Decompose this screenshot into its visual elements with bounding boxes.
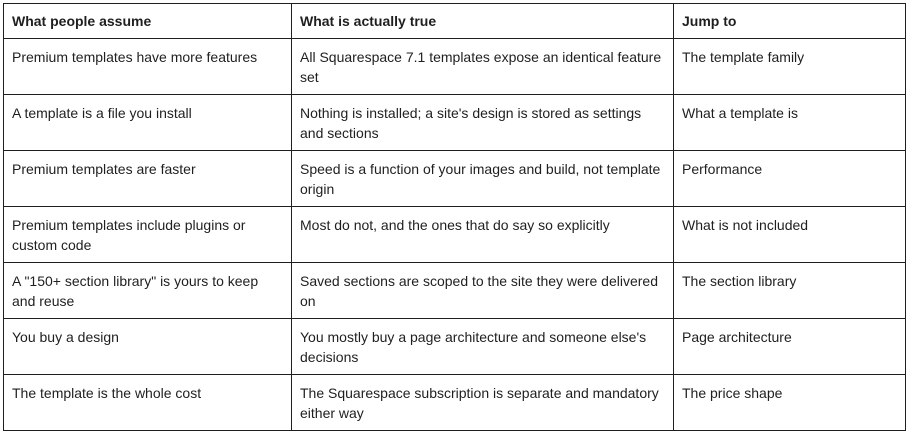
assumptions-table: What people assume What is actually true… [3, 3, 906, 431]
cell-truth: Speed is a function of your images and b… [291, 150, 674, 207]
cell-assumption: You buy a design [3, 318, 292, 375]
cell-assumption: Premium templates include plugins or cus… [3, 206, 292, 263]
table-row: The template is the whole cost The Squar… [3, 374, 906, 431]
cell-truth: All Squarespace 7.1 templates expose an … [291, 38, 674, 95]
header-assumption: What people assume [3, 3, 292, 39]
cell-jump-to: What is not included [673, 206, 906, 263]
table-header-row: What people assume What is actually true… [3, 3, 906, 39]
cell-assumption: Premium templates are faster [3, 150, 292, 207]
cell-jump-to: Performance [673, 150, 906, 207]
table-row: Premium templates have more features All… [3, 38, 906, 95]
header-truth: What is actually true [291, 3, 674, 39]
table-row: A "150+ section library" is yours to kee… [3, 262, 906, 319]
table-row: Premium templates are faster Speed is a … [3, 150, 906, 207]
cell-truth: The Squarespace subscription is separate… [291, 374, 674, 431]
table-row: Premium templates include plugins or cus… [3, 206, 906, 263]
cell-assumption: Premium templates have more features [3, 38, 292, 95]
cell-assumption: A template is a file you install [3, 94, 292, 151]
cell-truth: Nothing is installed; a site's design is… [291, 94, 674, 151]
cell-jump-to: Page architecture [673, 318, 906, 375]
table-row: A template is a file you install Nothing… [3, 94, 906, 151]
cell-truth: You mostly buy a page architecture and s… [291, 318, 674, 375]
header-jump-to: Jump to [673, 3, 906, 39]
cell-jump-to: The template family [673, 38, 906, 95]
comparison-table-container: What people assume What is actually true… [3, 3, 906, 431]
cell-assumption: A "150+ section library" is yours to kee… [3, 262, 292, 319]
cell-truth: Saved sections are scoped to the site th… [291, 262, 674, 319]
cell-jump-to: What a template is [673, 94, 906, 151]
cell-assumption: The template is the whole cost [3, 374, 292, 431]
cell-jump-to: The section library [673, 262, 906, 319]
cell-jump-to: The price shape [673, 374, 906, 431]
table-row: You buy a design You mostly buy a page a… [3, 318, 906, 375]
cell-truth: Most do not, and the ones that do say so… [291, 206, 674, 263]
